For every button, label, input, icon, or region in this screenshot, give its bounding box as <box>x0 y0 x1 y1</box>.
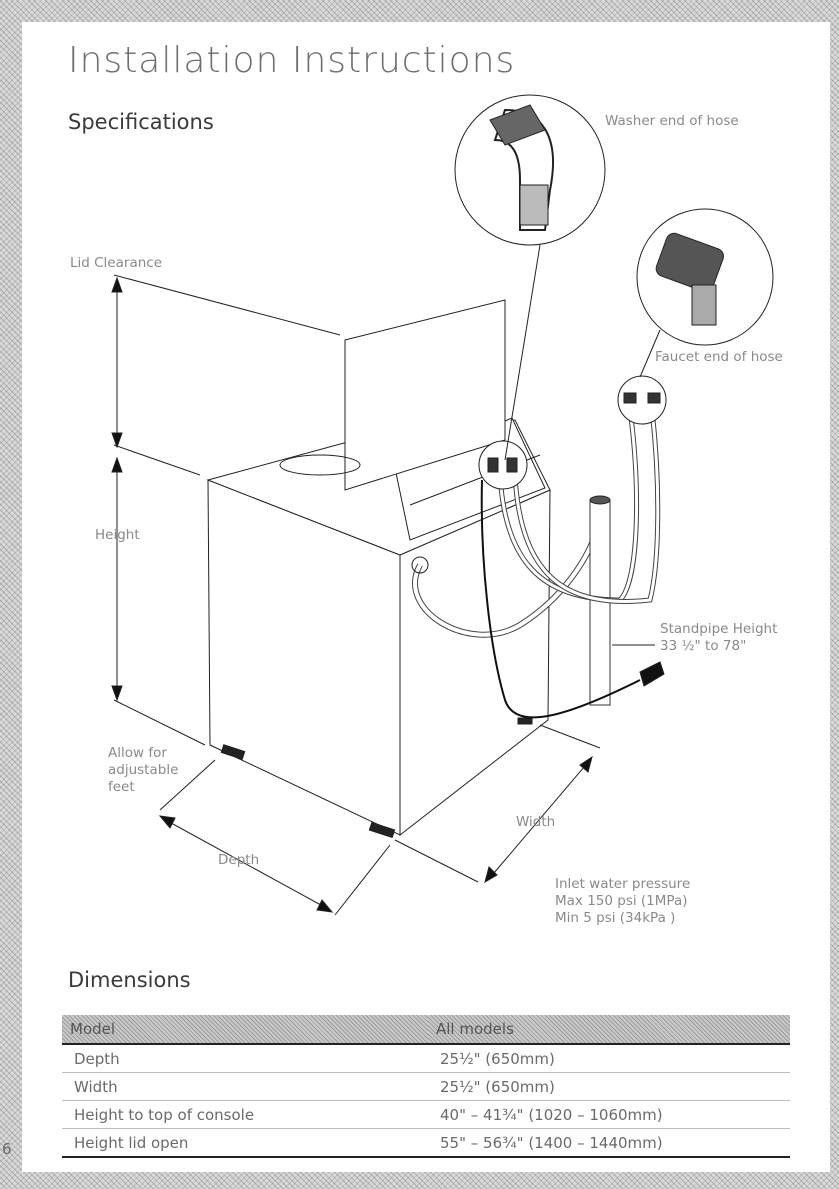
inlet-pressure-min: Min 5 psi (34kPa ) <box>555 910 676 926</box>
washer-specifications-diagram <box>111 94 774 916</box>
row-label: Height to top of console <box>62 1100 428 1129</box>
depth-label: Depth <box>218 852 260 868</box>
row-label: Depth <box>62 1044 428 1073</box>
inlet-pressure-title: Inlet water pressure <box>555 876 691 892</box>
dimensions-table: Model All models Depth 25½" (650mm) Widt… <box>62 1015 790 1158</box>
specifications-heading: Specifications <box>68 110 214 134</box>
width-label: Width <box>516 814 556 830</box>
washer-lid-open <box>344 299 506 491</box>
column-header-model: Model <box>62 1015 428 1045</box>
row-label: Width <box>62 1072 428 1101</box>
table-row: Width 25½" (650mm) <box>62 1072 790 1101</box>
row-value: 40" – 41¾" (1020 – 1060mm) <box>428 1100 790 1129</box>
adjustable-feet-line2: adjustable <box>108 762 179 778</box>
standpipe-height-range: 33 ½" to 78" <box>660 638 747 654</box>
column-header-all-models: All models <box>428 1015 790 1045</box>
standpipe-height-label: Standpipe Height 33 ½" to 78" <box>660 621 777 655</box>
dimensions-heading: Dimensions <box>68 968 191 992</box>
row-value: 25½" (650mm) <box>428 1044 790 1073</box>
table-row: Depth 25½" (650mm) <box>62 1044 790 1073</box>
table-row: Height lid open 55" – 56¾" (1400 – 1440m… <box>62 1128 790 1158</box>
row-label: Height lid open <box>62 1128 428 1158</box>
adjustable-feet-label: Allow for adjustable feet <box>108 745 178 796</box>
inlet-pressure-max: Max 150 psi (1MPa) <box>555 893 688 909</box>
page-number: 6 <box>2 1140 12 1158</box>
washer-inlet-detail-circle <box>478 440 528 490</box>
page-title: Installation Instructions <box>68 40 516 81</box>
inlet-pressure-label: Inlet water pressure Max 150 psi (1MPa) … <box>555 876 690 927</box>
lid-clearance-label: Lid Clearance <box>70 255 162 271</box>
faucet-inlet-detail-circle <box>617 375 667 425</box>
height-label: Height <box>95 527 140 543</box>
table-row: Height to top of console 40" – 41¾" (102… <box>62 1100 790 1129</box>
standpipe-height-label-line1: Standpipe Height <box>660 621 778 637</box>
faucet-end-label: Faucet end of hose <box>655 349 783 365</box>
adjustable-feet-line1: Allow for <box>108 745 167 761</box>
table-header-row: Model All models <box>62 1015 790 1045</box>
adjustable-feet-line3: feet <box>108 779 135 795</box>
row-value: 25½" (650mm) <box>428 1072 790 1101</box>
washer-end-label: Washer end of hose <box>605 113 739 129</box>
row-value: 55" – 56¾" (1400 – 1440mm) <box>428 1128 790 1158</box>
